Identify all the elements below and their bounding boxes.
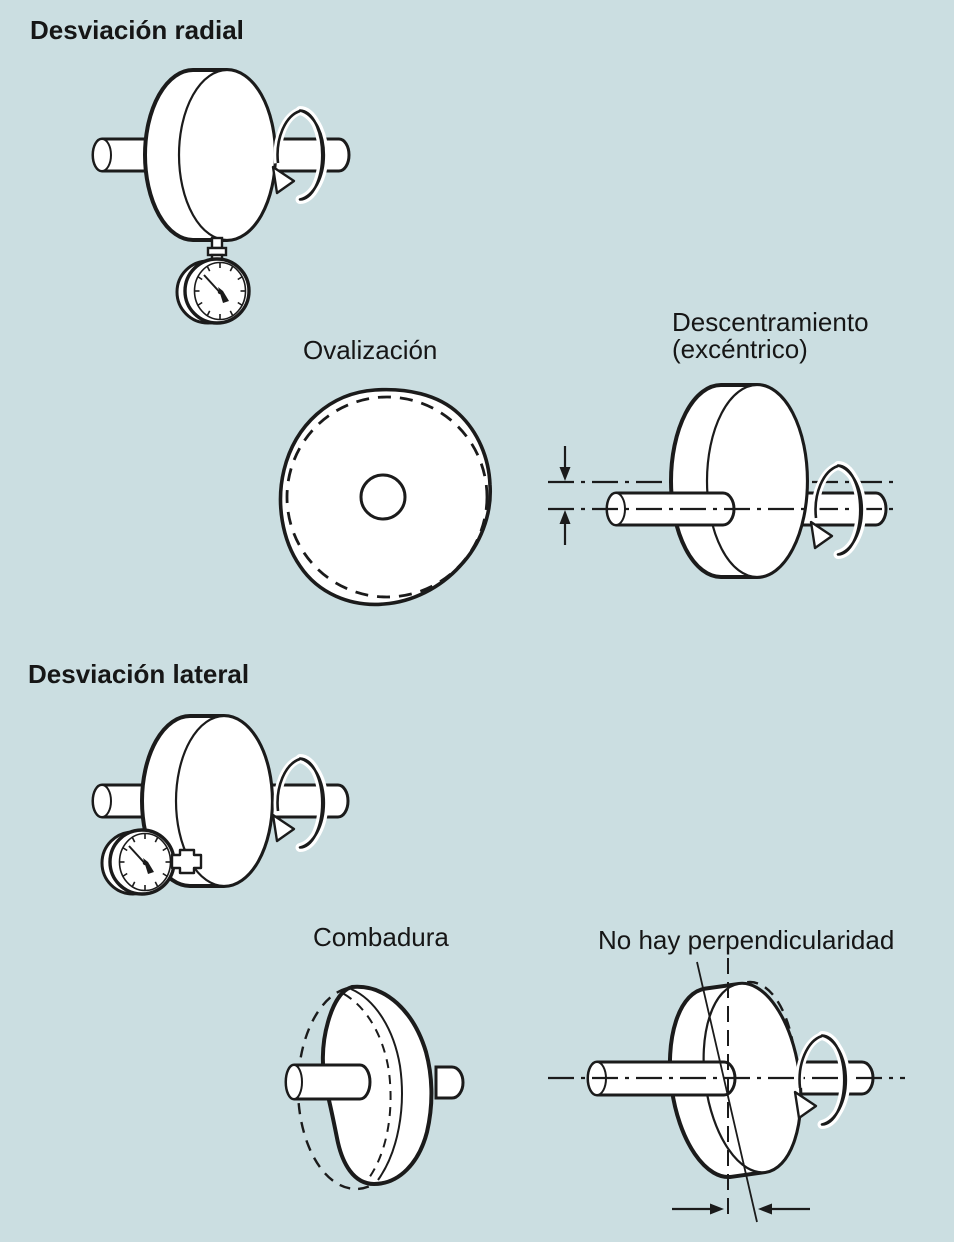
tilt-plane-line: [696, 961, 758, 1223]
radial-runout-diagram: [91, 68, 351, 325]
eccentric-runout-diagram: [548, 383, 900, 579]
warped-wheel-disc: [320, 984, 434, 1187]
dial-gauge-icon: [175, 257, 251, 325]
deviation-dimension-arrows: [672, 1203, 810, 1215]
ovality-diagram: [278, 387, 492, 607]
offset-dimension-arrows: [559, 446, 571, 545]
wheel-disc: [140, 714, 274, 888]
label-combadura: Combadura: [313, 922, 449, 952]
gauge-probe: [170, 848, 203, 875]
ideal-circle-dashed: [285, 395, 489, 599]
label-descentramiento-line1: Descentramiento: [672, 307, 869, 337]
axle-shaft-right: [434, 1065, 465, 1100]
non-perpendicularity-diagram: [548, 958, 905, 1223]
label-descentramiento-line2: (excéntrico): [672, 334, 808, 364]
wheel-disc: [669, 383, 809, 579]
dial-gauge-icon: [100, 828, 176, 896]
wheel-disc: [143, 68, 277, 242]
hub-hole: [359, 473, 407, 521]
disc-face-rim-line: [350, 988, 403, 1181]
section-title-lateral: Desviación lateral: [28, 659, 250, 689]
lateral-runout-diagram: [91, 714, 350, 896]
label-ovalizacion: Ovalización: [303, 335, 438, 365]
label-no-perpendicularidad: No hay perpendicularidad: [598, 925, 895, 955]
section-title-radial: Desviación radial: [30, 15, 244, 45]
axle-shaft-front: [284, 1063, 372, 1101]
label-descentramiento: Descentramiento (excéntrico): [672, 309, 869, 363]
warp-diagram: [284, 984, 465, 1191]
